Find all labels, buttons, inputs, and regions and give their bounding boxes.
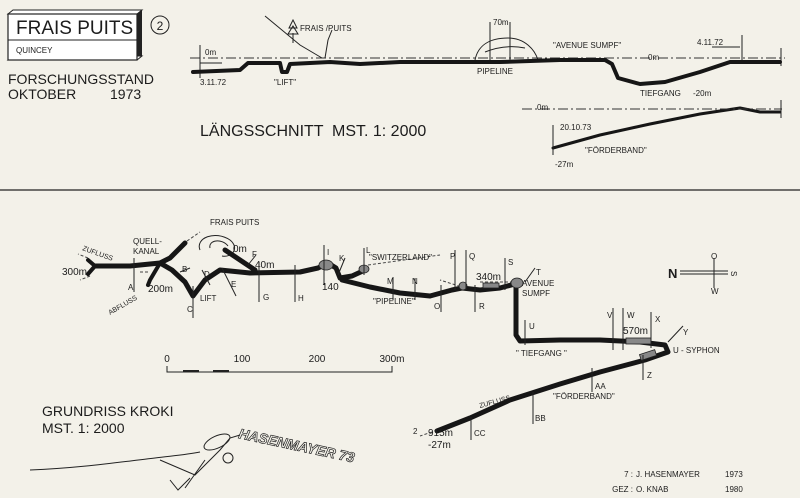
compass-s: S: [729, 271, 738, 276]
plan-foerderband: "FÖRDERBAND": [553, 392, 615, 401]
station-label: P: [450, 252, 455, 261]
station-label: H: [298, 294, 304, 303]
station-label: N: [412, 277, 418, 286]
plan-200m: 200m: [148, 284, 173, 295]
station-label: BB: [535, 414, 546, 423]
plan-frais-puits: FRAIS PUITS: [210, 218, 259, 227]
station-label: R: [479, 302, 485, 311]
station-label: W: [627, 311, 635, 320]
credit-year-drawn: 1980: [725, 485, 743, 494]
plan-u-syphon: U - SYPHON: [673, 346, 720, 355]
credit-name-survey: J. HASENMAYER: [636, 470, 700, 479]
plan-tiefgang: " TIEFGANG ": [516, 349, 567, 358]
plan-avenue: AVENUE: [522, 279, 554, 288]
station-label: D: [204, 270, 210, 279]
station-label: K: [339, 254, 345, 263]
compass-n: N: [668, 266, 677, 281]
scale-tick-200: 200: [309, 354, 326, 365]
station-labels: A B C D E F G H I K L M N O P Q R S T U V W X Y Z AA BB CC: [128, 246, 689, 438]
station-label: U: [529, 322, 535, 331]
profile-avenue-sumpf: "AVENUE SUMPF": [553, 41, 621, 50]
profile-date-lower: 20.10.73: [560, 123, 592, 132]
station-label: B: [182, 265, 187, 274]
plan-915m: 915m: [428, 428, 453, 439]
profile-depth-20: -20m: [693, 89, 712, 98]
station-label: V: [607, 311, 613, 320]
profile-date-end: 4.11.72: [697, 38, 724, 47]
scale-tick-100: 100: [234, 354, 251, 365]
compass-w: W: [711, 287, 719, 296]
plan-lift: LIFT: [200, 294, 217, 303]
profile-zero-lower: 0m: [537, 103, 548, 112]
station-label: M: [387, 277, 394, 286]
credit-name-drawn: O. KNAB: [636, 485, 668, 494]
sheet-number-circle: [150, 15, 170, 35]
scale-tick-300: 300m: [379, 354, 404, 365]
station-label: A: [128, 283, 134, 292]
plan-depth-27: -27m: [428, 440, 451, 451]
sheet-number: 2: [157, 19, 164, 33]
station-label: Q: [469, 252, 475, 261]
profile-tiefgang: TIEFGANG: [640, 89, 681, 98]
station-label: AA: [595, 382, 606, 391]
plan-kanal: KANAL: [133, 247, 160, 256]
title-box: FRAIS PUITS QUINCEY: [6, 9, 144, 61]
station-label: E: [231, 280, 236, 289]
plan-0m: 0m: [233, 244, 247, 255]
station-label: X: [655, 315, 661, 324]
scale-bar: 0 100 200 300m: [164, 354, 405, 373]
credits: 7 : J. HASENMAYER 1973 GEZ : O. KNAB 198…: [612, 470, 743, 494]
plan-40m: 40m: [255, 260, 274, 271]
station-label: Y: [683, 328, 689, 337]
station-label: CC: [474, 429, 486, 438]
plan-pipeline: "PIPELINE": [373, 297, 415, 306]
location: QUINCEY: [16, 46, 53, 55]
plan-sump-mark: 2: [413, 427, 418, 436]
station-label: S: [508, 258, 513, 267]
longitudinal-profile: 0m 3.11.72 "LIFT" FRAIS /PUITS 70m PIPEL…: [190, 15, 785, 169]
plan-340m: 340m: [476, 272, 501, 283]
plan-sumpf: SUMPF: [522, 289, 550, 298]
credit-role-survey: 7 :: [624, 470, 633, 479]
diver-illustration: [29, 433, 241, 491]
profile-foerderband: "FÖRDERBAND": [585, 146, 647, 155]
station-label: O: [434, 302, 440, 311]
signature-hasenmayer: HASENMAYER 73: [237, 425, 356, 465]
plan-scale: MST. 1: 2000: [42, 420, 125, 436]
profile-scale: MST. 1: 2000: [332, 123, 426, 140]
profile-entrance: FRAIS /PUITS: [300, 24, 352, 33]
plan-140: 140: [322, 282, 339, 293]
compass-rose: N S O W: [668, 252, 738, 296]
plan-heading: GRUNDRISS KROKI: [42, 403, 173, 419]
plan-switzerland: "SWITZERLAND": [369, 253, 432, 262]
profile-width-70: 70m: [493, 18, 509, 27]
plan-570m: 570m: [623, 326, 648, 337]
cave-name: FRAIS PUITS: [16, 18, 133, 39]
station-label: F: [252, 250, 257, 259]
station-label: L: [366, 246, 371, 255]
plan-quell: QUELL-: [133, 237, 162, 246]
scale-tick-0: 0: [164, 354, 170, 365]
profile-depth-27: -27m: [555, 160, 574, 169]
profile-zero-mid: 0m: [648, 53, 659, 62]
station-label: T: [536, 268, 541, 277]
plan-300m: 300m: [62, 267, 87, 278]
compass-o: O: [711, 252, 717, 261]
status-month: OKTOBER: [8, 86, 76, 102]
status-year: 1973: [110, 86, 141, 102]
profile-date-start: 3.11.72: [200, 78, 227, 87]
station-label: I: [327, 248, 329, 257]
credit-year-survey: 1973: [725, 470, 743, 479]
credit-role-drawn: GEZ :: [612, 485, 633, 494]
status-line: FORSCHUNGSSTAND: [8, 71, 154, 87]
station-label: G: [263, 293, 269, 302]
profile-heading: LÄNGSSCHNITT: [200, 122, 324, 140]
profile-lift: "LIFT": [274, 78, 296, 87]
plan-abfluss: ABFLUSS: [108, 295, 139, 317]
station-label: C: [187, 305, 193, 314]
profile-zero-left: 0m: [205, 48, 216, 57]
station-label: Z: [647, 371, 652, 380]
profile-pipeline: PIPELINE: [477, 67, 513, 76]
